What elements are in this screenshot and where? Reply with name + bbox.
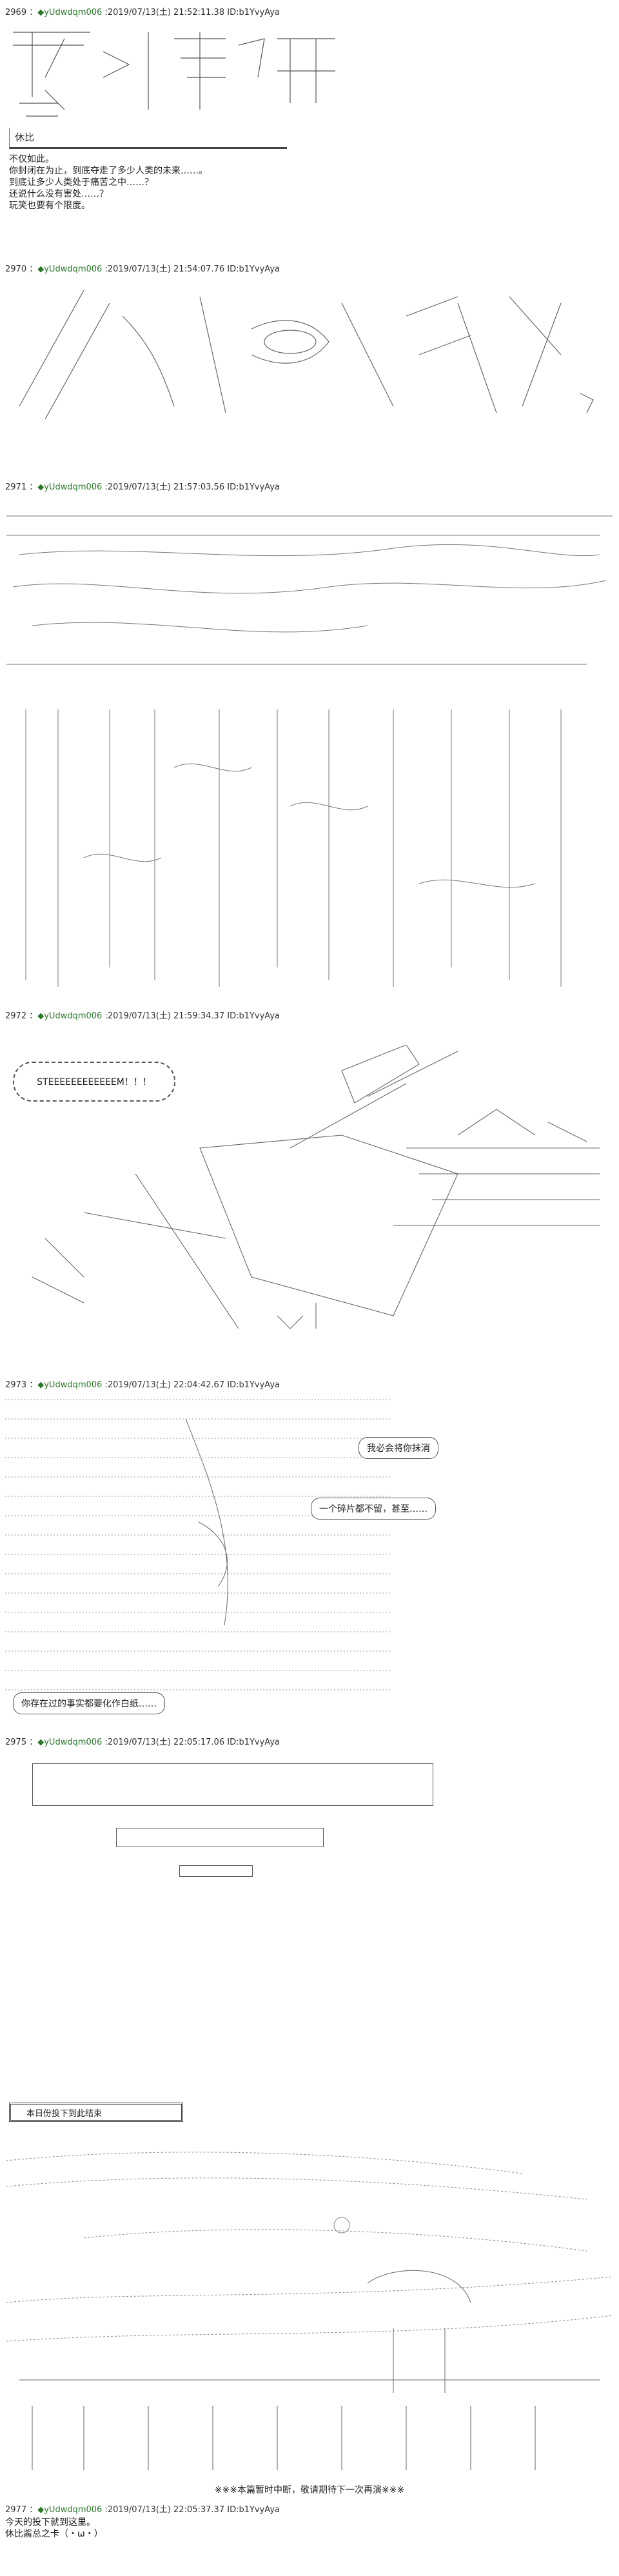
ascii-art [6, 497, 613, 1000]
frame-large [32, 1763, 433, 1806]
speaker-plate: 休比 [9, 128, 287, 149]
post-header: 2977 ：◆yUdwdqm006 :2019/07/13(土) 22:05:3… [5, 2505, 280, 2515]
notice-text: ※※※本篇暂时中断，敬请期待下一次再演※※※ [214, 2485, 405, 2495]
ascii-art [5, 1393, 392, 1703]
post-header: 2971 ：◆yUdwdqm006 :2019/07/13(土) 21:57:0… [5, 482, 280, 492]
frame-medium [116, 1828, 324, 1847]
post-header: 2972 ：◆yUdwdqm006 :2019/07/13(土) 21:59:3… [5, 1011, 280, 1021]
ascii-art [6, 19, 355, 123]
dialogue-line: 玩笑也要有个限度。 [9, 201, 90, 211]
dialogue-line: 到底让多少人类处于痛苦之中……？ [9, 177, 153, 188]
ascii-art [6, 277, 613, 432]
closing-line: 今天的投下就到这里。 [5, 2517, 95, 2528]
end-banner: 本日份投下到此结束 [9, 2103, 183, 2122]
ascii-art [6, 2135, 613, 2470]
closing-line: 休比酱总之卡（・ω・） [5, 2529, 103, 2539]
speech-bubble: 一个碎片都不留，甚至…… [311, 1498, 436, 1520]
post-header: 2975 ：◆yUdwdqm006 :2019/07/13(土) 22:05:1… [5, 1738, 280, 1747]
shout-bubble: STEEEEEEEEEEEEM！！！ [13, 1062, 175, 1102]
dialogue-line: 不仅如此。 [9, 154, 54, 164]
dialogue-line: 还说什么没有害处……？ [9, 189, 108, 199]
post-header: 2969 ：◆yUdwdqm006 :2019/07/13(土) 21:52:1… [5, 8, 280, 17]
speech-bubble: 我必会将你抹消 [359, 1437, 438, 1459]
post-header: 2973 ：◆yUdwdqm006 :2019/07/13(土) 22:04:4… [5, 1380, 280, 1390]
speech-bubble: 你存在过的事实都要化作白纸…… [13, 1692, 165, 1714]
dialogue-line: 你封闭在为止，到底夺走了多少人类的未来……。 [9, 166, 208, 176]
ascii-art [6, 1045, 613, 1354]
speaker-label: 休比 [15, 132, 35, 143]
post-header: 2970 ：◆yUdwdqm006 :2019/07/13(土) 21:54:0… [5, 264, 280, 274]
frame-small [179, 1865, 253, 1877]
